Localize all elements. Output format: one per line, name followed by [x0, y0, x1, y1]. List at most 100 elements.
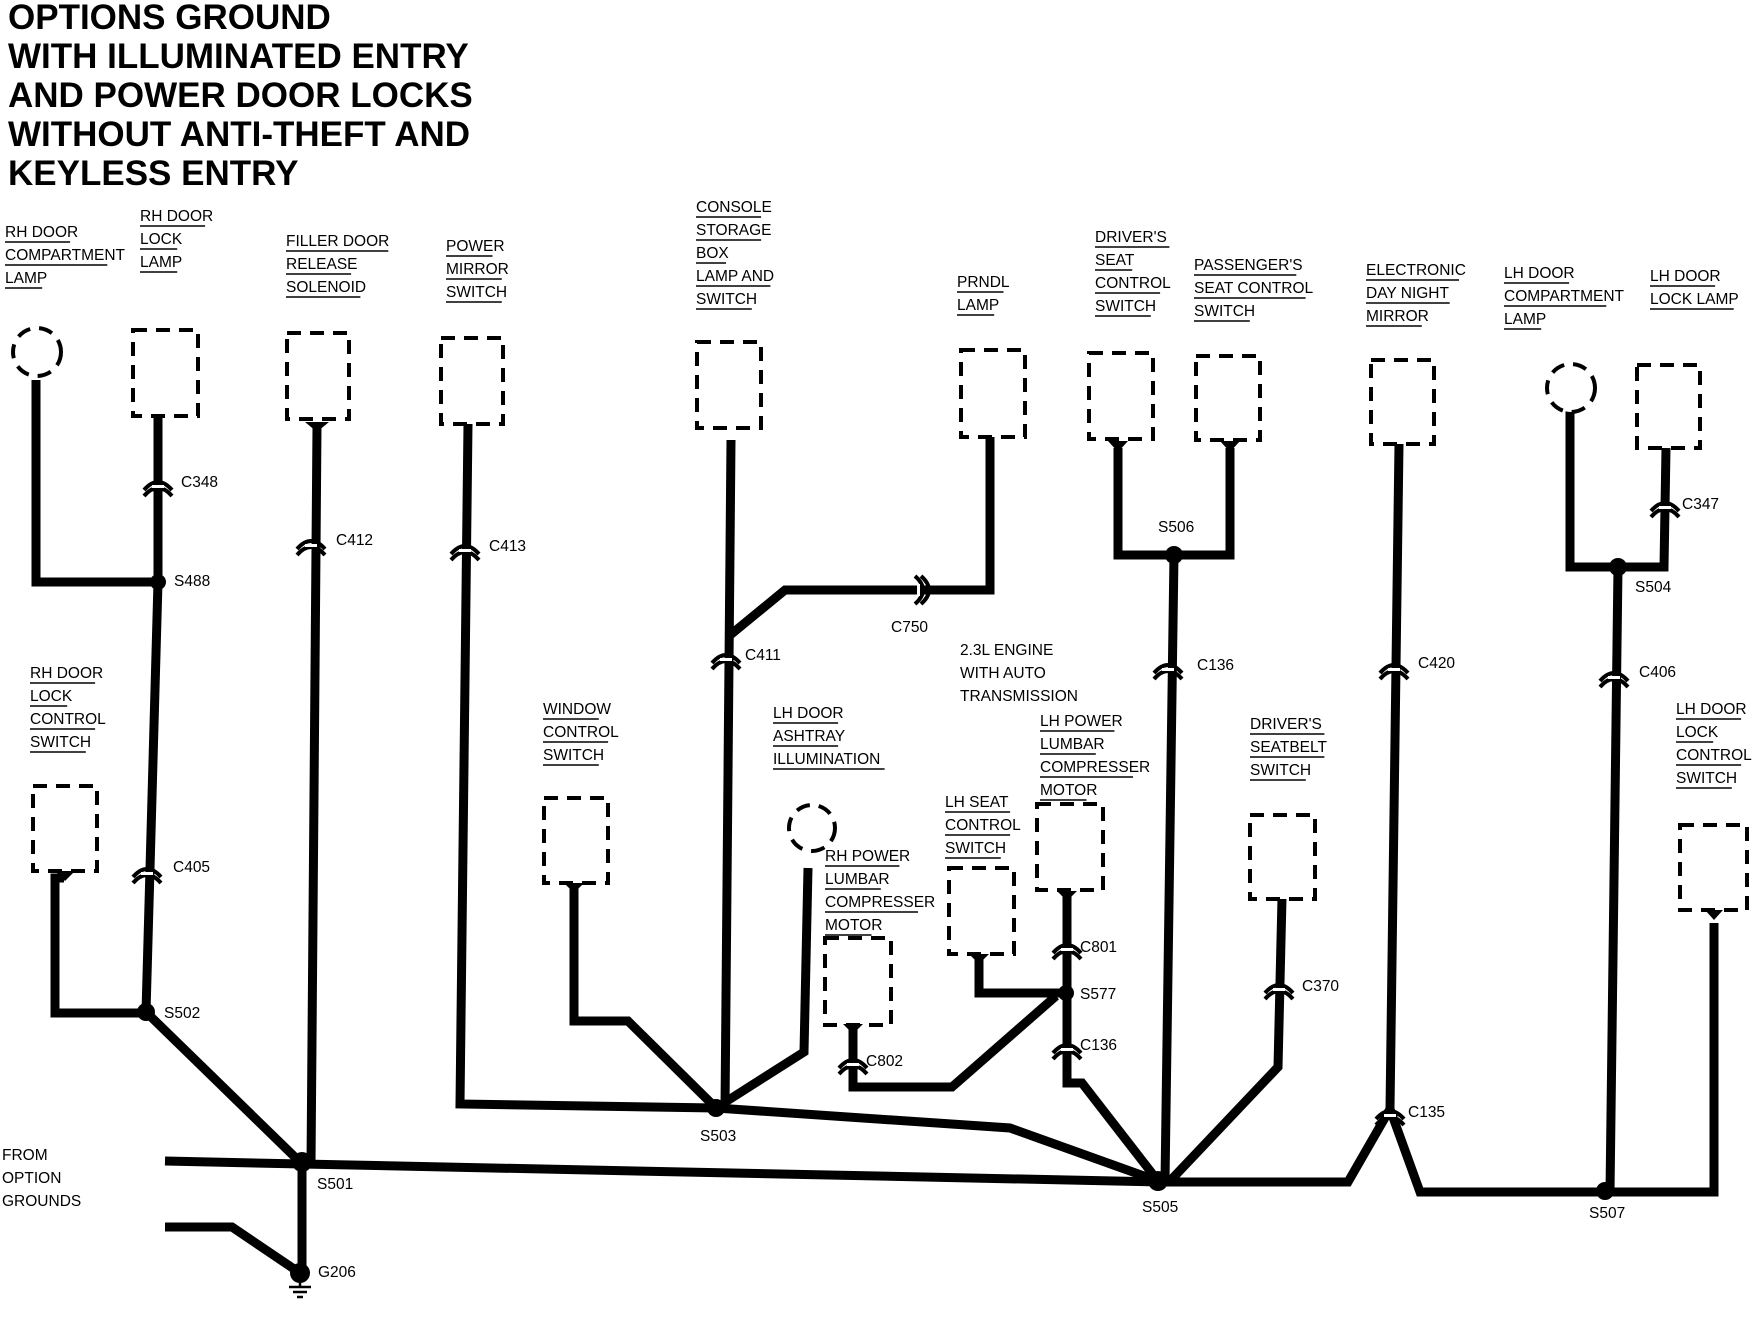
power-mirror-switch-box — [439, 336, 505, 426]
electronic-day-night-mirror-label-line: ELECTRONIC — [1366, 262, 1466, 279]
connector-c348-gap — [152, 485, 164, 488]
lh-door-ashtray-illumination-label-line: LH DOOR — [773, 705, 844, 722]
connector-c136-upper-label: C136 — [1197, 657, 1234, 674]
lh-door-lock-control-switch-label-line: CONTROL — [1676, 747, 1752, 764]
lh-door-lock-lamp-label-line: LH DOOR — [1650, 268, 1721, 285]
rh-door-lock-switch-terminal-icon — [55, 871, 75, 881]
s506-to-s505 — [1160, 554, 1179, 1182]
title-line-2: WITH ILLUMINATED ENTRY — [8, 37, 469, 76]
lh-power-lumbar-compresser-motor-label-line: MOTOR — [1040, 782, 1097, 799]
rh-door-lock-control-switch-box — [31, 784, 99, 873]
splice-s505-label: S505 — [1142, 1199, 1178, 1216]
lh-door-lock-control-switch-label-line: LH DOOR — [1676, 701, 1747, 718]
lh-door-compartment-lamp-symbol — [1545, 362, 1597, 414]
lh-seat-switch-terminal-icon — [969, 954, 989, 964]
connector-c801-label: C801 — [1080, 939, 1117, 956]
rh-door-compartment-lamp-symbol — [11, 326, 63, 378]
rh-door-lock-lamp-label-line: RH DOOR — [140, 208, 213, 225]
drivers-seatbelt-switch-label-line: SWITCH — [1250, 762, 1311, 779]
lh-door-lock-lamp-label: LH DOOR LOCK LAMP — [1650, 268, 1739, 310]
electronic-day-night-mirror-label-line: DAY NIGHT — [1366, 285, 1449, 302]
lh-door-lock-control-switch-box — [1678, 823, 1749, 912]
diagram-title: OPTIONS GROUND WITH ILLUMINATED ENTRY AN… — [8, 0, 473, 193]
connector-c411-gap — [720, 658, 732, 661]
splice-s488-label: S488 — [174, 573, 210, 590]
electronic-day-night-mirror-label-line: MIRROR — [1366, 308, 1429, 325]
passengers-seat-terminal-icon — [1220, 441, 1240, 452]
rh-door-lock-lamp-box — [131, 328, 200, 418]
console-storage-box-lamp-and-switch-label-line: LAMP AND — [696, 268, 774, 285]
connector-c135-gap — [1384, 1114, 1396, 1117]
lh-power-lumbar-compresser-motor-label-line: COMPRESSER — [1040, 759, 1150, 776]
s503-to-s505 — [715, 1103, 1160, 1186]
rh-door-compartment-lamp-label-line: RH DOOR — [5, 224, 78, 241]
lh-lumbar-wire — [1062, 891, 1162, 1184]
connector-c412-label: C412 — [336, 532, 373, 549]
window-control-switch-label-line: SWITCH — [543, 747, 604, 764]
connector-c413-gap — [459, 549, 471, 552]
console-wire — [720, 439, 736, 1109]
rh-power-lumbar-compresser-motor-label-line: COMPRESSER — [825, 894, 935, 911]
window-control-switch-box — [542, 796, 610, 885]
title-line-4: WITHOUT ANTI-THEFT AND — [8, 115, 470, 154]
title-line-3: AND POWER DOOR LOCKS — [8, 76, 473, 115]
drivers-seat-control-switch-label-line: SWITCH — [1095, 298, 1156, 315]
drivers-seatbelt-switch-label-line: DRIVER'S — [1250, 716, 1322, 733]
connector-c801-gap — [1061, 948, 1073, 951]
power-mirror-switch-label-line: SWITCH — [446, 284, 507, 301]
splice-nodes — [137, 546, 1627, 1299]
rh-power-lumbar-compresser-motor-label-line: MOTOR — [825, 917, 882, 934]
lh-door-lock-control-switch-label-line: SWITCH — [1676, 770, 1737, 787]
title-line-5: KEYLESS ENTRY — [8, 154, 298, 193]
rh-door-compartment-lamp-label-line: COMPARTMENT — [5, 247, 126, 264]
rh-lumbar-wire — [848, 992, 1059, 1092]
lh-seat-control-switch-label-line: CONTROL — [945, 817, 1021, 834]
splice-s501-label: S501 — [317, 1176, 353, 1193]
drivers-seat-control-switch-label-line: CONTROL — [1095, 275, 1171, 292]
console-storage-box-lamp-and-switch-label-line: SWITCH — [696, 291, 757, 308]
ground-g206-label: G206 — [318, 1264, 356, 1281]
prndl-lamp-label-line: LAMP — [957, 297, 999, 314]
drivers-seat-control-switch-label-line: SEAT — [1095, 252, 1135, 269]
notes: 2.3L ENGINE WITH AUTO TRANSMISSION FROM … — [2, 642, 1078, 1210]
lh-door-lock-lamp-label-line: LOCK LAMP — [1650, 291, 1739, 308]
splice-s488-node — [150, 574, 166, 590]
window-switch-wire — [569, 885, 720, 1112]
filler-door-release-solenoid-label-line: SOLENOID — [286, 279, 366, 296]
connector-c370-label: C370 — [1302, 978, 1339, 995]
rh-door-lock-lamp-label-line: LOCK — [140, 231, 183, 248]
connector-c413-label: C413 — [489, 538, 526, 555]
passengers-seat-control-switch-label-line: PASSENGER'S — [1194, 257, 1303, 274]
connector-c420-gap — [1388, 668, 1400, 671]
main-ground-bus — [164, 923, 1719, 1197]
prndl-wire — [726, 437, 995, 640]
connector-c348-label: C348 — [181, 474, 218, 491]
ground-feed-wire — [165, 1222, 303, 1277]
day-night-mirror-wire — [1385, 443, 1404, 1110]
rh-door-lock-control-switch-label-line: LOCK — [30, 688, 73, 705]
connector-c411-label: C411 — [745, 647, 781, 664]
source-label-line-1: FROM — [2, 1147, 48, 1164]
filler-door-wire — [306, 425, 322, 1165]
drivers-seat-control-switch-label: DRIVER'S SEAT CONTROL SWITCH — [1095, 229, 1171, 317]
lh-lock-lamp-wire — [1618, 447, 1671, 572]
rh-door-lock-switch-wire — [50, 873, 146, 1018]
splice-s506-node — [1165, 546, 1183, 564]
rh-door-compartment-lamp-label-line: LAMP — [5, 270, 47, 287]
rh-power-lumbar-compresser-motor-label-line: RH POWER — [825, 848, 910, 865]
engine-note-line-1: 2.3L ENGINE — [960, 642, 1053, 659]
rh-door-lock-control-switch-label-line: RH DOOR — [30, 665, 103, 682]
drivers-seat-control-switch-label-line: DRIVER'S — [1095, 229, 1167, 246]
window-switch-terminal-icon — [564, 883, 584, 893]
ashtray-wire — [713, 867, 813, 1112]
filler-door-release-solenoid-box — [285, 331, 351, 421]
electronic-day-night-mirror-box — [1369, 358, 1436, 446]
connector-c406-gap — [1608, 676, 1620, 679]
